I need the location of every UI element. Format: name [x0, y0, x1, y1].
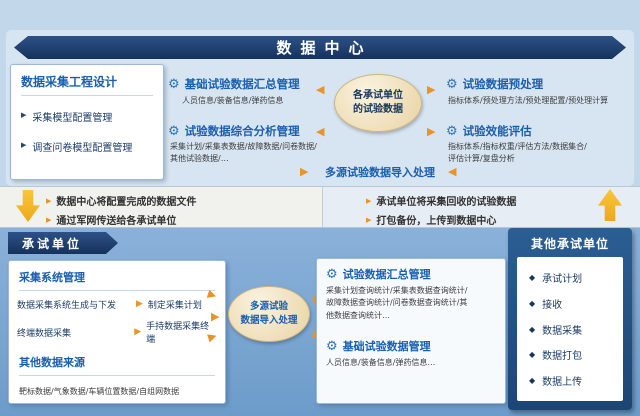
test-units-data-oval: 各承试单位 的试验数据: [334, 74, 422, 132]
design-item-label: 采集模型配置管理: [32, 113, 113, 124]
flow-arrow-icon: ▶: [300, 165, 309, 178]
test-unit-banner: 承试单位: [8, 232, 118, 254]
module-title-text: 试验数据预处理: [462, 77, 544, 91]
flow-arrow-icon: ▶: [316, 125, 325, 138]
module-basic-data-summary-desc: 人员信息/装备信息/弹药信息: [182, 96, 284, 105]
gear-icon: ⚙: [446, 76, 458, 92]
other-sources-title: 其他数据来源: [19, 354, 215, 376]
unit-task-label: 接收: [542, 299, 563, 311]
flow-arrow-icon: ▶: [134, 326, 142, 337]
arrow-bullet-icon: ▶: [366, 215, 372, 224]
gear-icon: ⚙: [168, 123, 180, 139]
module-title-text: 试验数据汇总管理: [342, 268, 431, 281]
transfer-up-line: ▶ 承试单位将采集回收的试验数据: [366, 193, 517, 209]
engineering-design-items: ▶ 采集模型配置管理 ▶ 调查问卷模型配置管理: [11, 96, 163, 154]
collection-row: 终端数据采集 ▶ 手持数据采集终端: [17, 319, 217, 345]
module-title-text: 试验数据综合分析管理: [184, 124, 300, 138]
engineering-design-panel: 数据采集工程设计 ▶ 采集模型配置管理 ▶ 调查问卷模型配置管理: [10, 64, 164, 180]
transfer-line-text: 数据中心将配置完成的数据文件: [56, 197, 197, 208]
diamond-bullet-icon: ◆: [529, 350, 536, 360]
unit-task-item: ◆ 数据打包: [529, 347, 611, 362]
other-test-units-list: ◆ 承试计划 ◆ 接收 ◆ 数据采集 ◆ 数据打包 ◆ 数据上传: [517, 257, 623, 401]
diamond-bullet-icon: ◆: [529, 273, 536, 282]
module-title-text: 基础试验数据管理: [342, 340, 431, 353]
unit-task-item: ◆ 接收: [529, 296, 611, 311]
unit-task-item: ◆ 数据采集: [529, 322, 611, 337]
test-unit-title: 承试单位: [22, 236, 83, 251]
arrow-bullet-icon: ▶: [21, 141, 27, 149]
transfer-line-text: 打包备份，上传到数据中心: [376, 216, 497, 227]
module-data-summary-desc: 采集计划查询统计/采集表数据查询统计/ 故障数据查询统计/问卷数据查询统计/其 …: [326, 286, 468, 320]
arrow-bullet-icon: ▶: [46, 196, 52, 205]
unit-task-label: 数据采集: [542, 325, 583, 337]
data-center-banner: 数据中心: [14, 36, 626, 59]
arrow-bullet-icon: ▶: [366, 196, 372, 205]
module-title-text: 基础试验数据汇总管理: [184, 77, 300, 91]
collection-row-right: 制定采集计划: [147, 301, 202, 311]
transfer-band: [0, 186, 640, 228]
flow-arrow-icon: ▶: [316, 83, 325, 96]
data-management-panel: [316, 258, 506, 404]
transfer-up-line: ▶ 打包备份，上传到数据中心: [366, 212, 516, 228]
gear-icon: ⚙: [326, 338, 338, 354]
flow-arrow-icon: ▶: [211, 310, 220, 323]
flow-arrow-icon: ▶: [427, 83, 436, 96]
module-basic-data-desc: 人员信息/装备信息/弹药信息…: [326, 358, 436, 367]
transfer-up-text: ▶ 承试单位将采集回收的试验数据 ▶ 打包备份，上传到数据中心: [366, 193, 516, 231]
unit-task-label: 承试计划: [542, 274, 583, 285]
transfer-down-line: ▶ 数据中心将配置完成的数据文件: [46, 193, 197, 209]
collection-row-left: 数据采集系统生成与下发: [17, 301, 117, 311]
multi-source-import-oval: 多源试验 数据导入处理: [228, 286, 310, 342]
gear-icon: ⚙: [168, 76, 180, 92]
data-center-title: 数据中心: [276, 39, 373, 57]
collection-system-title: 采集系统管理: [19, 269, 215, 291]
module-analysis-title: ⚙ 试验数据综合分析管理: [168, 123, 300, 139]
diamond-bullet-icon: ◆: [529, 298, 536, 308]
gear-icon: ⚙: [446, 123, 458, 139]
transfer-down-line: ▶ 通过军网传送给各承试单位: [46, 212, 196, 228]
module-evaluation-title: ⚙ 试验效能评估: [446, 123, 532, 139]
module-evaluation-desc: 指标体系/指标权重/评估方法/数据集合/ 评估计算/复盘分析: [448, 142, 587, 164]
module-data-summary-title: ⚙ 试验数据汇总管理: [326, 266, 431, 282]
unit-task-item: ◆ 承试计划: [529, 270, 611, 285]
unit-task-label: 数据打包: [542, 351, 583, 363]
module-basic-data-summary-title: ⚙ 基础试验数据汇总管理: [168, 76, 300, 92]
flow-arrow-icon: ▶: [136, 299, 143, 309]
collection-row: 数据采集系统生成与下发 ▶ 制定采集计划: [17, 298, 217, 312]
unit-task-label: 数据上传: [542, 377, 583, 388]
module-preprocess-desc: 指标体系/预处理方法/预处理配置/预处理计算: [448, 96, 609, 105]
module-title-text: 试验效能评估: [462, 124, 532, 138]
arrow-bullet-icon: ▶: [46, 215, 52, 224]
arrow-bullet-icon: ▶: [21, 111, 27, 119]
flow-arrow-icon: ▶: [448, 165, 457, 178]
design-item-collection-model: ▶ 采集模型配置管理: [21, 109, 153, 124]
other-test-units-title: 其他承试单位: [530, 237, 609, 251]
multi-source-import-label: 多源试验数据导入处理: [325, 166, 435, 179]
module-basic-data-title: ⚙ 基础试验数据管理: [326, 338, 431, 354]
engineering-design-title: 数据采集工程设计: [21, 73, 153, 96]
module-preprocess-title: ⚙ 试验数据预处理: [446, 76, 543, 92]
gear-icon: ⚙: [326, 266, 338, 282]
transfer-down-text: ▶ 数据中心将配置完成的数据文件 ▶ 通过军网传送给各承试单位: [46, 193, 196, 231]
unit-task-item: ◆ 数据上传: [529, 373, 611, 388]
collection-row-right: 手持数据采集终端: [146, 322, 210, 345]
transfer-band-upload-half: [322, 187, 640, 227]
transfer-line-text: 承试单位将采集回收的试验数据: [376, 197, 517, 208]
design-item-label: 调查问卷模型配置管理: [32, 143, 133, 154]
diamond-bullet-icon: ◆: [529, 376, 536, 385]
module-analysis-desc: 采集计划/采集表数据/故障数据/问卷数据/ 其他试验数据/…: [170, 142, 317, 164]
other-test-units-panel: 其他承试单位 ◆ 承试计划 ◆ 接收 ◆ 数据采集 ◆ 数据打包 ◆ 数据上传: [508, 228, 632, 410]
design-item-questionnaire-model: ▶ 调查问卷模型配置管理: [21, 139, 153, 154]
transfer-line-text: 通过军网传送给各承试单位: [56, 216, 177, 227]
collection-system-rows: 数据采集系统生成与下发 ▶ 制定采集计划 终端数据采集 ▶ 手持数据采集终端: [9, 291, 225, 346]
collection-system-panel: 采集系统管理 数据采集系统生成与下发 ▶ 制定采集计划 终端数据采集 ▶ 手持数…: [8, 260, 226, 404]
diamond-bullet-icon: ◆: [529, 324, 536, 334]
other-sources-desc: 靶标数据/气象数据/车辆位置数据/自组网数据: [19, 387, 180, 396]
flow-arrow-icon: ▶: [427, 125, 436, 138]
collection-row-left: 终端数据采集: [17, 328, 72, 339]
